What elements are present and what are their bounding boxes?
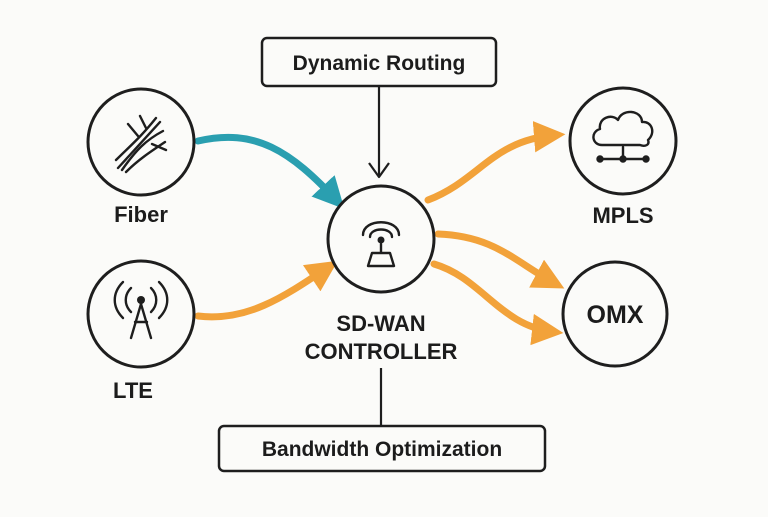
fiber-strands-icon — [114, 114, 168, 174]
omx-link-arrow-lower — [430, 260, 564, 346]
cloud-network-icon — [592, 110, 654, 163]
bandwidth-optimization-label: Bandwidth Optimization — [262, 438, 502, 461]
bandwidth-optimization-box: Bandwidth Optimization — [217, 424, 547, 473]
sdwan-controller-node: SD-WAN CONTROLLER — [305, 184, 458, 364]
router-antenna-icon — [361, 221, 401, 268]
dynamic-routing-label: Dynamic Routing — [293, 52, 466, 75]
fiber-node: Fiber — [86, 87, 196, 227]
lte-node: LTE — [86, 259, 196, 403]
omx-label: OMX — [587, 301, 644, 329]
cell-tower-icon — [113, 280, 169, 340]
routing-down-arrow — [368, 87, 390, 179]
dynamic-routing-box: Dynamic Routing — [260, 36, 498, 88]
omx-link-arrow-upper — [434, 230, 565, 289]
lte-label: LTE — [113, 378, 153, 403]
controller-label-line2: CONTROLLER — [305, 339, 458, 364]
controller-label-line1: SD-WAN — [336, 311, 425, 336]
fiber-label: Fiber — [114, 202, 168, 227]
mpls-link-arrow — [424, 121, 566, 204]
connectors — [194, 87, 566, 428]
fiber-link-arrow — [194, 133, 345, 209]
omx-node: OMX — [561, 260, 669, 368]
mpls-label: MPLS — [592, 203, 653, 228]
lte-link-arrow — [194, 260, 338, 321]
mpls-node: MPLS — [568, 86, 678, 228]
